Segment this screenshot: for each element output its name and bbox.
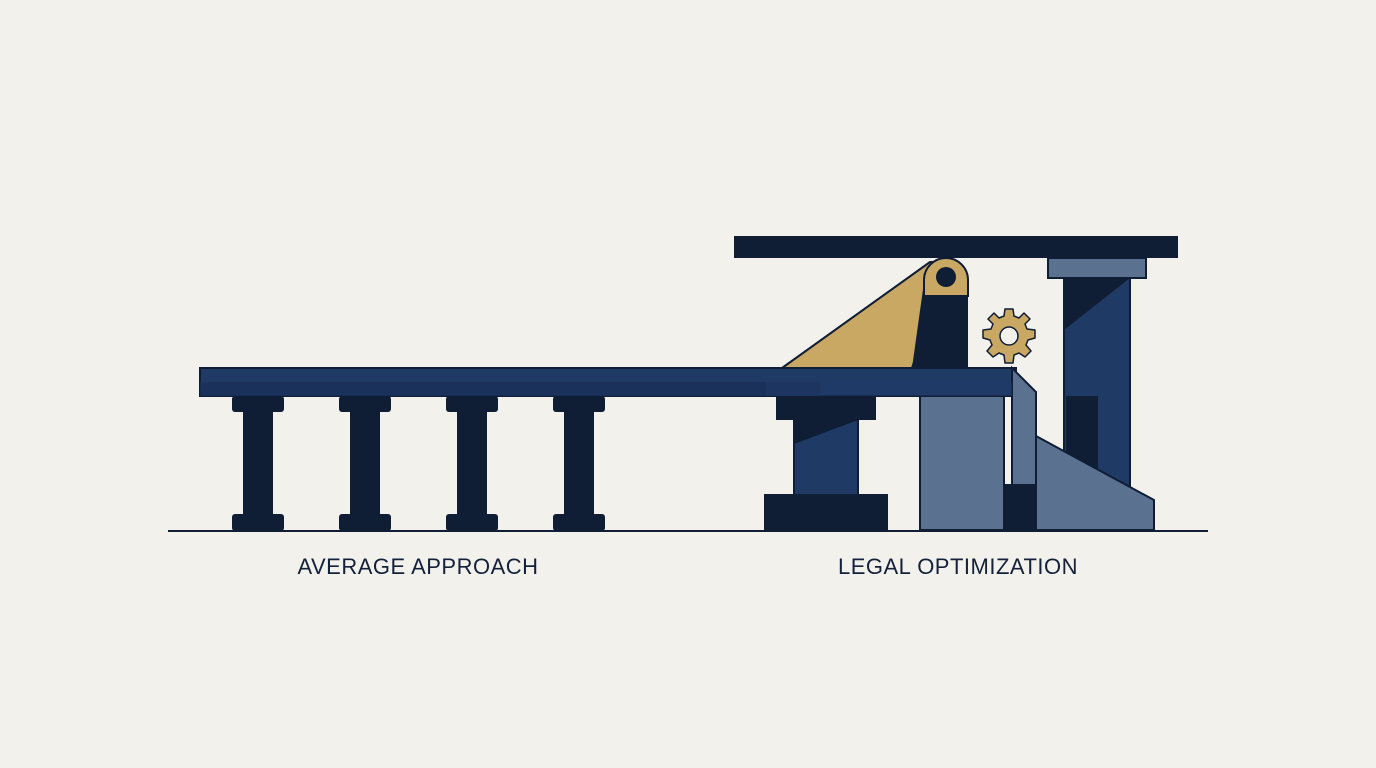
mid-pier-base xyxy=(764,494,888,531)
pivot-bolt xyxy=(936,267,956,287)
right-support-cap xyxy=(1047,257,1147,279)
right-support-shade xyxy=(1064,278,1130,330)
pillar xyxy=(232,396,284,531)
simple-bridge xyxy=(199,367,1017,531)
label-legal-optimization: LEGAL OPTIMIZATION xyxy=(837,554,1079,579)
mid-pier-shade xyxy=(794,420,858,444)
pillar xyxy=(339,396,391,531)
label-average-approach: AVERAGE APPROACH xyxy=(297,554,539,579)
gear-icon xyxy=(982,308,1036,364)
deck-overlap xyxy=(766,382,1012,396)
simple-bridge-deck-shadow xyxy=(200,382,820,396)
deck-bevel-shadow xyxy=(1002,484,1036,530)
slate-block xyxy=(919,395,1005,531)
mid-pier-cap xyxy=(776,396,876,420)
pillar xyxy=(553,396,605,531)
pillar xyxy=(446,396,498,531)
upper-deck xyxy=(734,236,1178,258)
optimized-structure xyxy=(734,236,1178,531)
